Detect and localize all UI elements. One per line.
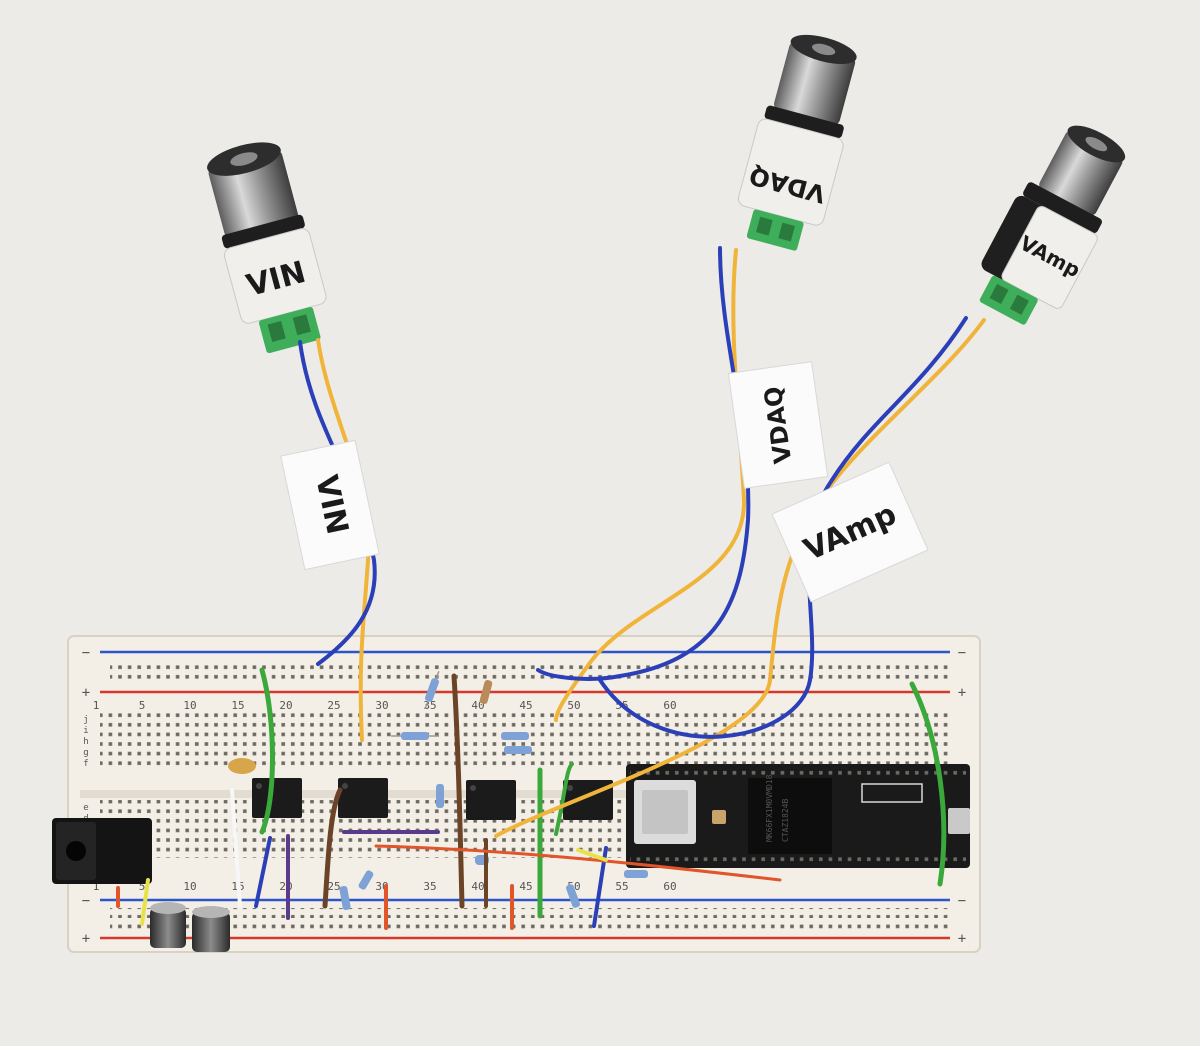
chip-text-1: MK66FX1M0VMD18 xyxy=(765,774,774,842)
op-amp-ic xyxy=(338,778,388,818)
column_numbers_bottom-25: 25 xyxy=(327,880,340,893)
rail-plus-right: + xyxy=(958,685,966,701)
column_numbers_top-1: 1 xyxy=(93,699,100,712)
wire-green xyxy=(554,762,574,836)
resistor xyxy=(339,885,351,911)
column_numbers_bottom-40: 40 xyxy=(471,880,484,893)
mcu-chip xyxy=(748,778,832,854)
resistor xyxy=(624,870,648,878)
dc-barrel-jack xyxy=(52,818,152,884)
resistor xyxy=(358,870,374,890)
terminal-holes-top xyxy=(100,712,950,770)
column_numbers_top-5: 5 xyxy=(139,699,146,712)
resistor xyxy=(504,746,532,754)
wire-orange xyxy=(374,844,782,882)
electrolytic-capacitor xyxy=(150,902,186,948)
column_numbers_top-50: 50 xyxy=(567,699,580,712)
column_numbers_bottom-60: 60 xyxy=(663,880,676,893)
bnc-connector-vin: VIN xyxy=(207,142,327,354)
column_numbers_bottom-1: 1 xyxy=(93,880,100,893)
column_numbers_bottom-45: 45 xyxy=(519,880,532,893)
row_letters_top-i: i xyxy=(83,726,88,736)
row_letters_top-g: g xyxy=(83,748,88,758)
wire-yellow xyxy=(576,848,608,862)
row_letters_top-j: j xyxy=(83,715,88,725)
column_numbers_bottom-10: 10 xyxy=(183,880,196,893)
wire-green xyxy=(259,667,275,835)
wire-blue xyxy=(254,836,272,908)
wire-white xyxy=(230,788,242,908)
column_numbers_top-30: 30 xyxy=(375,699,388,712)
rail-holes xyxy=(110,674,950,684)
chip-text-2: CTAZ1824B xyxy=(781,798,790,842)
jumper-wires xyxy=(116,667,947,930)
rail-plus-left: + xyxy=(82,685,90,701)
rail-minus-right-bottom: − xyxy=(958,893,966,909)
tag-vdaq: VDAQ xyxy=(727,361,829,489)
column_numbers_top-15: 15 xyxy=(231,699,244,712)
column_numbers_bottom-55: 55 xyxy=(615,880,628,893)
rail-holes xyxy=(110,660,950,670)
resistor xyxy=(436,784,444,808)
wire-green xyxy=(909,681,947,887)
resistor xyxy=(424,670,440,710)
column_numbers_top-25: 25 xyxy=(327,699,340,712)
column_numbers_top-10: 10 xyxy=(183,699,196,712)
push-button xyxy=(712,810,726,824)
column_numbers_bottom-5: 5 xyxy=(139,880,146,893)
column_numbers_top-20: 20 xyxy=(279,699,292,712)
green-terminal-block xyxy=(979,275,1038,325)
electrolytic-capacitor xyxy=(192,906,230,952)
rail-holes xyxy=(110,922,950,932)
wire-yellow xyxy=(140,878,150,926)
centre-channel xyxy=(80,790,970,798)
rail-holes xyxy=(110,908,950,918)
resistor xyxy=(501,732,529,740)
row_letters_top-f: f xyxy=(83,759,88,769)
resistor xyxy=(565,884,581,908)
rail-plus-left-bottom: + xyxy=(82,931,90,947)
row_letters_bottom-e: e xyxy=(83,803,88,813)
usb-port xyxy=(948,808,970,834)
rail-minus-right: − xyxy=(958,645,966,661)
column_numbers_bottom-35: 35 xyxy=(423,880,436,893)
rail-plus-right-bottom: + xyxy=(958,931,966,947)
wire-brown xyxy=(322,787,343,909)
op-amp-ic xyxy=(563,780,613,820)
resistor xyxy=(479,680,493,704)
cable-vdaq xyxy=(536,246,751,722)
cable-vamp xyxy=(494,316,986,838)
tag-vin: VIN xyxy=(280,439,380,571)
ceramic-capacitor xyxy=(228,758,256,774)
column_numbers_top-60: 60 xyxy=(663,699,676,712)
rail-minus-left-bottom: − xyxy=(82,893,90,909)
column_numbers_top-35: 35 xyxy=(423,699,436,712)
resistor xyxy=(391,732,439,740)
rail-minus-left: − xyxy=(82,645,90,661)
op-amp-ic xyxy=(466,780,516,820)
column_numbers_top-45: 45 xyxy=(519,699,532,712)
wire-brown xyxy=(451,673,465,909)
tag-vamp: VAmp xyxy=(771,461,929,603)
row_letters_top-h: h xyxy=(83,737,88,747)
bnc-connector-vamp: VAmp xyxy=(979,125,1126,325)
microcontroller-board: MK66FX1M0VMD18 CTAZ1824B xyxy=(626,764,970,868)
bnc-connector-vdaq: VDAQ xyxy=(737,34,857,251)
op-amp-ic xyxy=(252,778,302,818)
tape-sleeve xyxy=(223,228,327,324)
